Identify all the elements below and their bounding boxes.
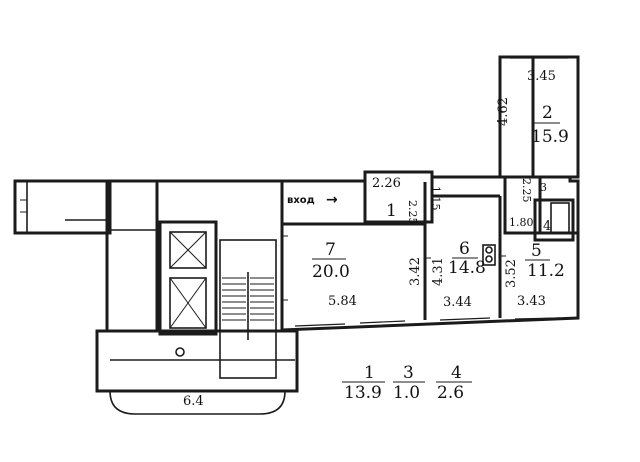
room-7-dim-b: 3.42	[408, 257, 423, 286]
summary-room-1: 1	[364, 363, 375, 383]
room-7-area: 20.0	[312, 262, 350, 282]
room-6-dim-b: 3.44	[443, 295, 472, 310]
room-5-dim-a: 3.52	[504, 259, 519, 288]
summary-area-1: 13.9	[344, 383, 382, 403]
summary-room-3: 3	[403, 363, 414, 383]
summary-area-4: 2.6	[437, 383, 464, 403]
landing-dim: 6.4	[183, 394, 204, 409]
left-annex	[13, 179, 112, 235]
summary-areas: 1 13.9 3 1.0 4 2.6	[342, 363, 472, 403]
room-7-number: 7	[325, 240, 336, 260]
room-1-number: 1	[386, 201, 397, 221]
room-2-dim-a: 3.45	[527, 69, 556, 84]
stairwell	[95, 179, 299, 415]
room-2-dim-b: 4.62	[496, 97, 511, 126]
room-7-dim-a: 5.84	[328, 294, 357, 309]
room-2-number: 2	[542, 103, 553, 123]
room-3-dim-b: 2.25	[520, 178, 533, 203]
room-1-dim-b: 2.25	[406, 200, 419, 225]
room-4-number: 4	[543, 219, 551, 234]
summary-area-3: 1.0	[393, 383, 420, 403]
room-5-area: 11.2	[527, 261, 565, 281]
entrance-label: вход	[287, 195, 315, 206]
room-3-dim-a: 1.80	[509, 216, 534, 229]
room-1-dim-a: 2.26	[372, 176, 401, 191]
apartment	[280, 55, 580, 332]
corridor-dim: 1.15	[429, 186, 442, 211]
room-2-area: 15.9	[531, 127, 569, 147]
room-6-dim-a: 4.31	[431, 257, 446, 286]
room-3-number: 3	[540, 181, 547, 194]
summary-room-4: 4	[451, 363, 462, 383]
room-5-dim-b: 3.43	[517, 294, 546, 309]
entrance-arrow-icon: →	[326, 192, 338, 208]
room-6-area: 14.8	[448, 258, 486, 278]
labels: вход → 2.26 1 2.25 1.15 3.45 4.62 2 15.9…	[183, 69, 569, 409]
room-5-number: 5	[531, 241, 542, 261]
room-6-number: 6	[459, 239, 470, 259]
